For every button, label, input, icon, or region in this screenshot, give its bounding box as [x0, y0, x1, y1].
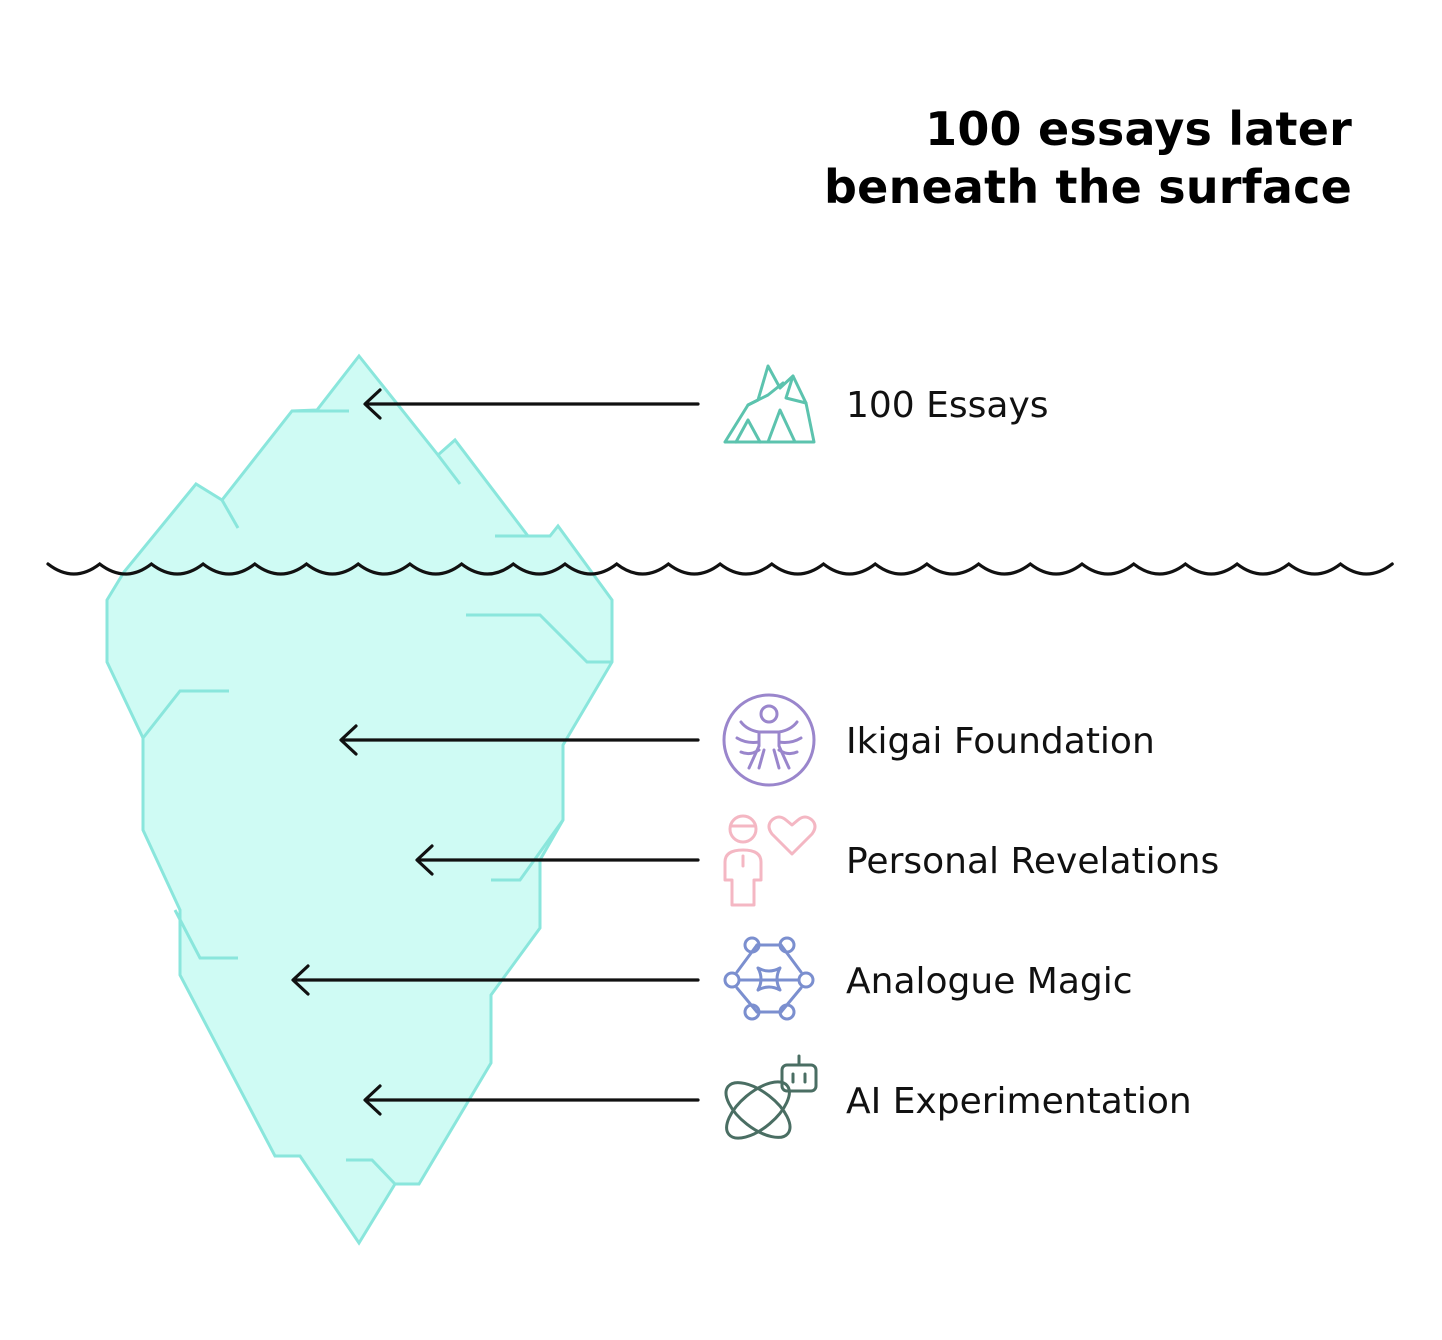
ikigai-figure-icon: [722, 693, 816, 787]
arrow-analogue: [291, 964, 700, 996]
arrow-ai: [363, 1084, 700, 1116]
arrows: [291, 388, 700, 1116]
label-personal-revelations: Personal Revelations: [846, 841, 1220, 882]
arrow-ikigai: [339, 724, 700, 756]
title-line-1: 100 essays later: [925, 102, 1352, 156]
arrow-essays: [363, 388, 700, 420]
label-analogue-magic: Analogue Magic: [846, 961, 1133, 1002]
label-100-essays: 100 Essays: [846, 385, 1049, 426]
mountain-icon: [723, 364, 816, 444]
network-icon: [723, 936, 815, 1021]
label-ikigai-foundation: Ikigai Foundation: [846, 721, 1155, 762]
arrow-revelations: [415, 844, 700, 876]
iceberg: [105, 353, 614, 1246]
label-ai-experimentation: AI Experimentation: [846, 1081, 1192, 1122]
page-title: 100 essays later beneath the surface: [824, 100, 1352, 216]
iceberg-shape: [105, 353, 614, 1246]
title-line-2: beneath the surface: [824, 160, 1352, 214]
water-surface-line: [46, 561, 1394, 576]
ai-orbit-robot-icon: [724, 1054, 818, 1140]
person-heart-icon: [723, 814, 817, 907]
iceberg-cracks: [141, 409, 612, 1186]
